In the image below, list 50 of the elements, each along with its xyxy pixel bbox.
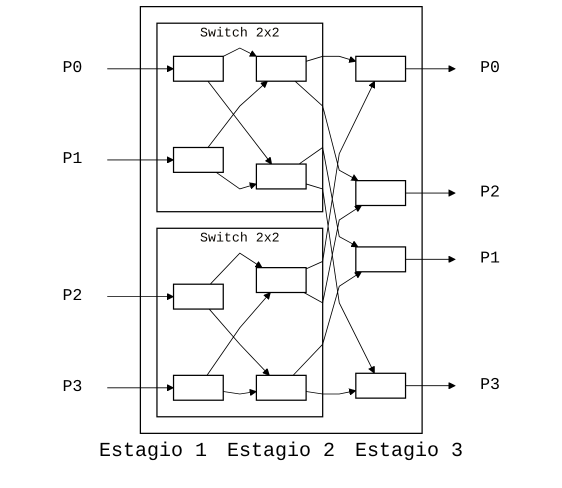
node-box — [354, 372, 406, 399]
arrow — [294, 80, 358, 181]
arrow — [106, 293, 174, 300]
arrow — [206, 292, 271, 376]
arrow — [404, 65, 456, 72]
node-box — [172, 146, 224, 173]
arrow — [404, 382, 456, 390]
node-box — [172, 374, 224, 401]
node-box — [172, 56, 224, 82]
arrow — [305, 184, 375, 374]
arrow — [106, 156, 174, 164]
node-box — [256, 56, 306, 82]
node-text: P1 — [480, 249, 500, 268]
cluster: Switch 2x2 — [156, 228, 324, 418]
node-text: P3 — [480, 376, 500, 395]
arrow — [404, 256, 456, 263]
node-text: P0 — [62, 58, 82, 78]
arrow — [404, 189, 456, 197]
node-box — [256, 267, 306, 294]
arrow — [305, 388, 356, 396]
stage-label: Estagio 1 — [98, 440, 207, 463]
node-box — [354, 246, 406, 272]
arrow — [222, 388, 256, 396]
stage-label: Estagio 3 — [355, 440, 464, 463]
cluster — [140, 6, 422, 434]
node-text: P2 — [480, 183, 500, 202]
node-text: P1 — [62, 150, 82, 170]
arrow — [305, 56, 356, 63]
arrow — [207, 80, 272, 164]
arrow — [106, 384, 174, 392]
node-box — [172, 284, 224, 310]
node-text: P3 — [62, 378, 82, 397]
node-box — [256, 163, 306, 190]
arrow — [305, 80, 375, 270]
arrow — [222, 48, 256, 57]
arrow — [106, 65, 174, 72]
node-box — [256, 374, 306, 401]
node-box — [354, 180, 406, 206]
arrow — [298, 146, 358, 248]
node-box — [354, 56, 406, 82]
stage-label: Estagio 2 — [226, 440, 336, 463]
cluster: Switch 2x2 — [156, 22, 324, 212]
node-text: P0 — [480, 58, 500, 78]
arrow — [208, 308, 270, 376]
arrow — [303, 205, 362, 304]
node-text: P2 — [62, 286, 82, 306]
arrow — [215, 172, 256, 190]
arrow — [292, 271, 362, 376]
arrow — [210, 252, 262, 285]
arrow — [207, 80, 268, 148]
